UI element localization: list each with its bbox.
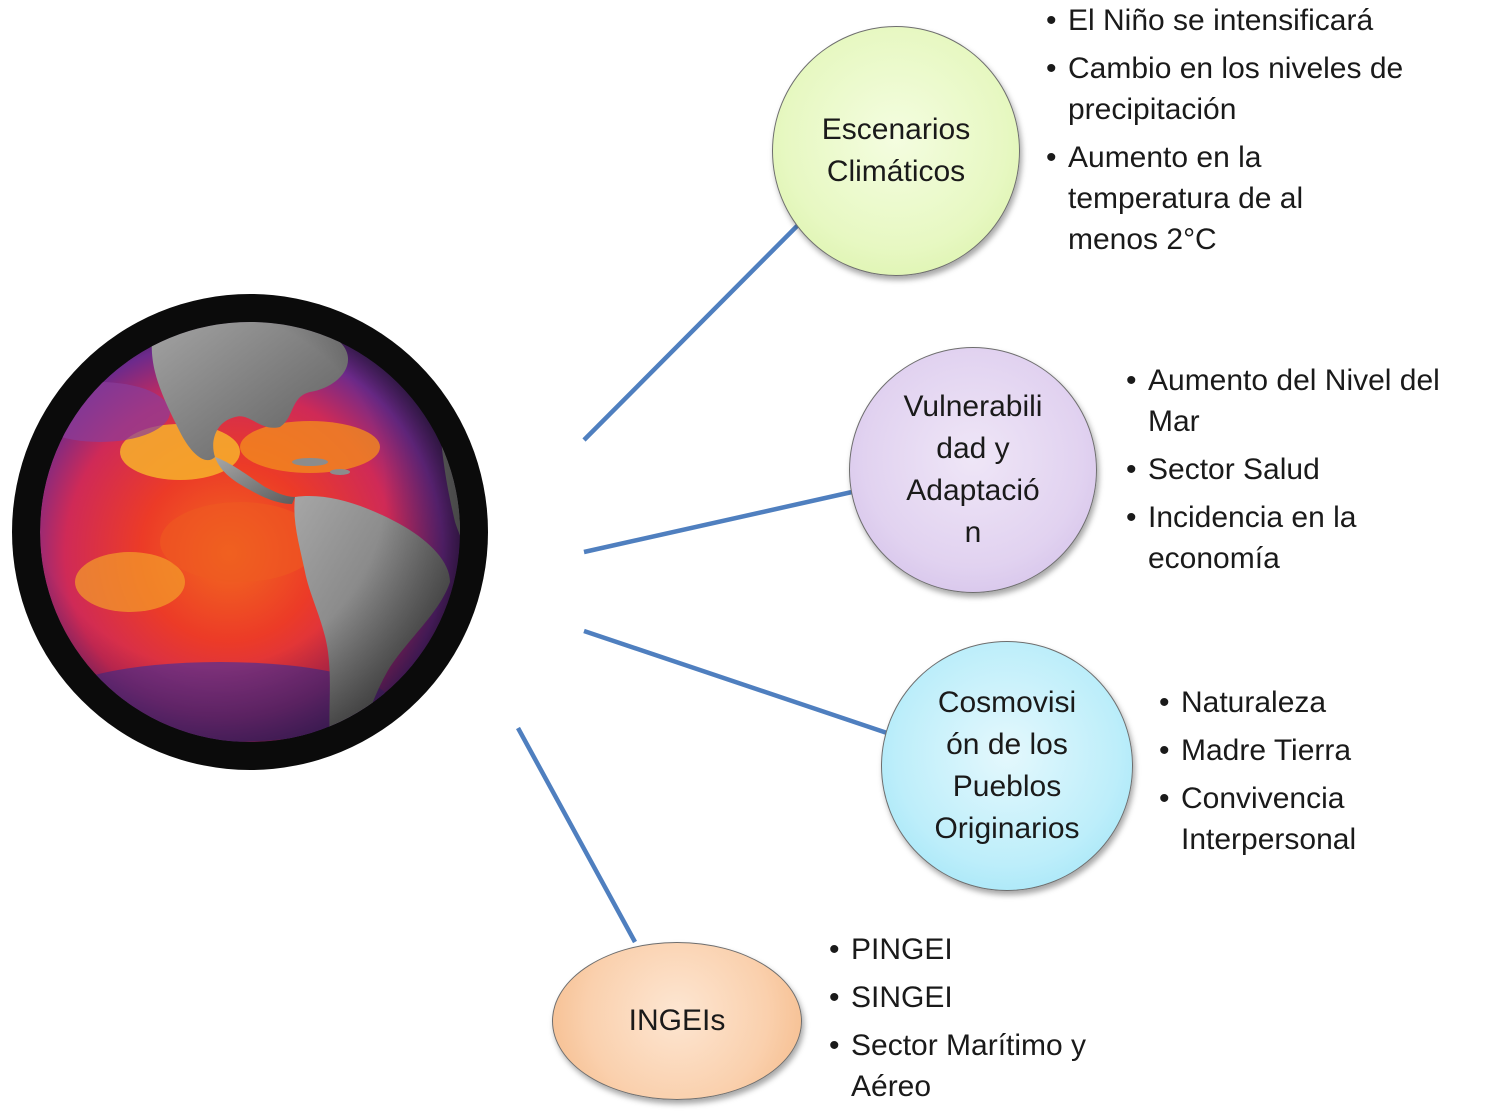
list-item: PINGEI xyxy=(829,929,1149,970)
list-item: Sector Salud xyxy=(1126,449,1494,490)
list-item: Cambio en los niveles de precipitación xyxy=(1046,48,1466,130)
node-escenarios-label: Escenarios Climáticos xyxy=(821,113,971,188)
node-ingeis-label: INGEIs xyxy=(628,1004,726,1037)
list-item: Aumento del Nivel del Mar xyxy=(1126,360,1494,442)
list-escenarios-items: El Niño se intensificará Cambio en los n… xyxy=(1046,0,1466,267)
connector-cosmovision xyxy=(583,628,891,737)
list-item: Convivencia Interpersonal xyxy=(1159,778,1479,860)
list-item: Madre Tierra xyxy=(1159,730,1479,771)
list-item: Sector Marítimo y Aéreo xyxy=(829,1025,1149,1107)
list-vulnerabilidad-items: Aumento del Nivel del Mar Sector Salud I… xyxy=(1126,360,1494,586)
node-ingeis: INGEIs xyxy=(552,942,802,1100)
list-ingeis-items: PINGEI SINGEI Sector Marítimo y Aéreo xyxy=(829,929,1149,1114)
list-item: Aumento en la temperatura de al menos 2°… xyxy=(1046,137,1466,260)
earth-globe-icon xyxy=(12,294,488,770)
node-cosmovision-label: Cosmovisi ón de los Pueblos Originarios xyxy=(934,686,1080,845)
node-vulnerabilidad-label: Vulnerabili dad y Adaptació n xyxy=(903,390,1043,549)
node-cosmovision-pueblos: Cosmovisi ón de los Pueblos Originarios xyxy=(881,641,1133,891)
connector-vulnerabilidad xyxy=(583,489,853,555)
connector-ingeis xyxy=(516,726,637,944)
node-vulnerabilidad-adaptacion: Vulnerabili dad y Adaptació n xyxy=(849,347,1097,593)
list-item: El Niño se intensificará xyxy=(1046,0,1466,41)
list-item: SINGEI xyxy=(829,977,1149,1018)
list-cosmovision-items: Naturaleza Madre Tierra Convivencia Inte… xyxy=(1159,682,1479,867)
connector-escenarios xyxy=(582,215,808,442)
node-escenarios-climaticos: Escenarios Climáticos xyxy=(772,26,1020,276)
list-item: Naturaleza xyxy=(1159,682,1479,723)
list-item: Incidencia en la economía xyxy=(1126,497,1494,579)
